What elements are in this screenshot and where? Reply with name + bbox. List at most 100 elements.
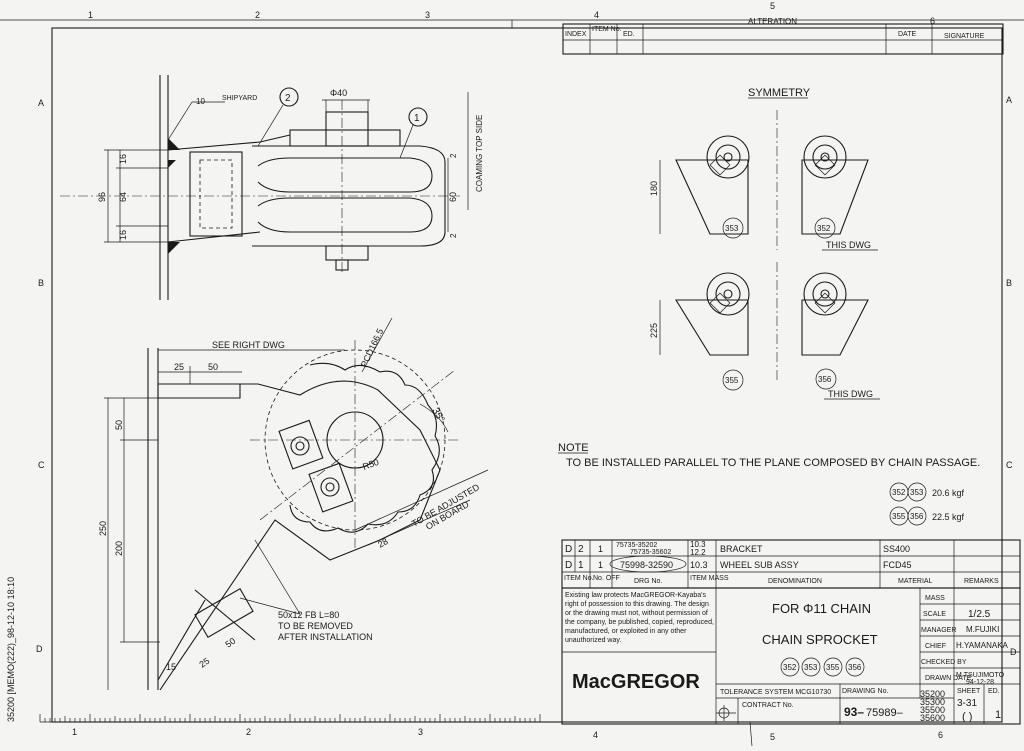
svg-text:AFTER INSTALLATION: AFTER INSTALLATION [278,632,373,642]
plan-view: SEE RIGHT DWG 25 50 250 200 50 15 25 50 … [98,317,489,691]
svg-text:15: 15 [166,662,176,672]
svg-text:5: 5 [770,1,775,11]
svg-text:B: B [38,278,44,288]
svg-text:10.3: 10.3 [690,540,706,549]
svg-text:FCD45: FCD45 [883,560,912,570]
svg-text:CHAIN SPROCKET: CHAIN SPROCKET [762,632,878,647]
svg-text:28: 28 [376,536,390,550]
svg-text:INDEX: INDEX [565,31,587,38]
svg-text:22.5 kgf: 22.5 kgf [932,512,965,522]
svg-text:D: D [36,644,43,654]
svg-text:356: 356 [848,663,862,672]
svg-text:TOLERANCE SYSTEM MCG10730: TOLERANCE SYSTEM MCG10730 [720,689,831,696]
svg-text:B: B [1006,278,1012,288]
svg-text:20.6 kgf: 20.6 kgf [932,488,965,498]
svg-text:M.FUJIKI: M.FUJIKI [966,625,999,634]
svg-text:35600: 35600 [920,713,945,723]
svg-text:D: D [565,560,572,571]
svg-text:50x12 FB L=80: 50x12 FB L=80 [278,610,339,620]
top-zone-labels: 1 2 3 4 5 6 [88,1,935,26]
svg-text:352: 352 [817,224,831,233]
svg-text:No. OFF: No. OFF [593,575,620,582]
svg-text:35500: 35500 [920,705,945,715]
svg-text:180: 180 [649,181,659,196]
svg-text:DATE: DATE [898,31,916,38]
svg-text:64: 64 [118,192,128,202]
svg-text:SHEET: SHEET [957,688,981,695]
svg-text:2: 2 [449,153,458,158]
scale-ruler [39,714,541,723]
svg-text:SIGNATURE: SIGNATURE [944,33,985,40]
svg-text:1/2.5: 1/2.5 [968,609,991,620]
svg-text:ITEM No.: ITEM No. [592,26,622,33]
svg-text:1: 1 [598,560,603,570]
svg-text:MANAGER: MANAGER [921,627,956,634]
svg-text:2: 2 [255,10,260,20]
svg-text:R50: R50 [361,457,380,472]
svg-text:94-12-28: 94-12-28 [966,679,994,686]
svg-text:356: 356 [818,375,832,384]
svg-text:THIS DWG: THIS DWG [826,240,871,250]
svg-text:right of possession to this dr: right of possession to this drawing. The… [565,601,709,608]
svg-text:1: 1 [995,709,1001,721]
svg-text:SYMMETRY: SYMMETRY [748,87,811,99]
svg-text:355: 355 [725,376,739,385]
svg-text:PCD166.5: PCD166.5 [359,327,386,369]
right-zone-labels: A B C D [1006,95,1017,657]
svg-text:CHECKED BY: CHECKED BY [921,659,967,666]
svg-text:35300: 35300 [920,697,945,707]
svg-text:MATERIAL: MATERIAL [898,578,933,585]
svg-text:352: 352 [783,663,797,672]
svg-text:or the drawing must not, witho: or the drawing must not, without permiss… [565,610,708,617]
title-block: Existing law protects MacGREGOR-Kayaba's… [561,587,1021,725]
svg-text:A: A [1006,95,1012,105]
svg-text:NOTE: NOTE [558,442,589,454]
svg-text:CHIEF: CHIEF [925,643,946,650]
svg-text:M.TSUJIMOTO: M.TSUJIMOTO [956,672,1005,679]
svg-text:35°: 35° [429,406,446,425]
svg-text:ED.: ED. [988,688,1000,695]
svg-text:REMARKS: REMARKS [964,578,999,585]
projection-symbol-icon [716,705,736,721]
svg-text:1: 1 [578,560,584,571]
svg-text:THIS DWG: THIS DWG [828,389,873,399]
svg-text:C: C [38,460,45,470]
svg-text:2: 2 [246,727,251,737]
svg-text:SS400: SS400 [883,544,910,554]
svg-text:355: 355 [826,663,840,672]
svg-text:3: 3 [418,727,423,737]
alteration-table: INDEX ITEM No. ED. ALTERATION DATE SIGNA… [562,17,1004,55]
svg-text:SEE RIGHT DWG: SEE RIGHT DWG [212,340,285,350]
svg-text:2: 2 [578,544,584,555]
svg-text:ALTERATION: ALTERATION [748,17,797,26]
svg-text:SCALE: SCALE [923,611,946,618]
svg-text:25: 25 [197,656,211,670]
svg-text:200: 200 [114,541,124,556]
svg-text:60: 60 [448,192,458,202]
svg-text:3-31: 3-31 [957,698,977,709]
svg-text:DRAWING No.: DRAWING No. [842,688,888,695]
margin-id-text: 35200 [MEMO(222)_98-12-10 18:10 [6,577,16,722]
side-view: Φ40 2 1 10 SHIPYARD 96 16 64 16 60 2 2 C… [60,75,484,300]
company-logo: MacGREGOR [572,671,700,693]
svg-text:353: 353 [910,488,924,497]
svg-text:50: 50 [223,636,237,650]
svg-text:CONTRACT No.: CONTRACT No. [742,702,794,709]
svg-text:25: 25 [174,362,184,372]
svg-text:353: 353 [725,224,739,233]
svg-text:10.3: 10.3 [690,560,708,570]
svg-text:Existing law protects MacGREGO: Existing law protects MacGREGOR-Kayaba's [565,592,706,599]
svg-text:12.2: 12.2 [690,548,706,557]
svg-text:6: 6 [938,730,943,740]
svg-text:ITEM No.: ITEM No. [564,575,594,582]
svg-text:SHIPYARD: SHIPYARD [222,95,257,102]
svg-text:50: 50 [208,362,218,372]
svg-text:356: 356 [910,512,924,521]
svg-text:6: 6 [930,16,935,26]
svg-text:1: 1 [72,727,77,737]
sheet-fold-line [749,721,753,747]
svg-text:250: 250 [98,521,108,536]
svg-text:Φ40: Φ40 [330,88,347,98]
